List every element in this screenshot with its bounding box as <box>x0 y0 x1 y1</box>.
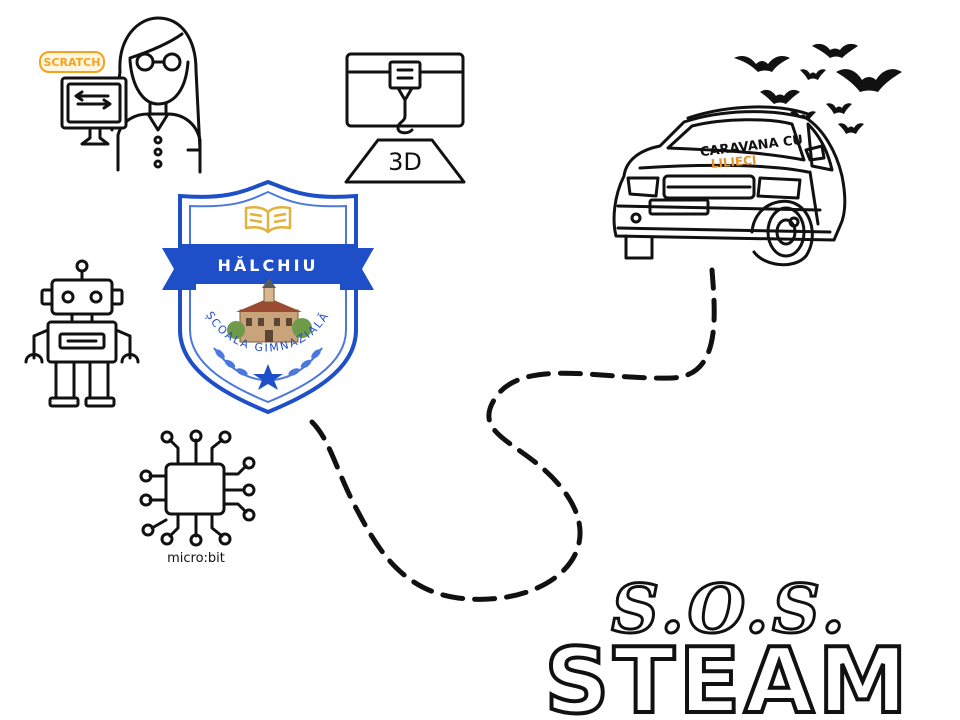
star-icon <box>253 364 283 390</box>
open-book-icon <box>244 205 292 234</box>
teacher-computer-icon <box>60 16 202 174</box>
laurel-icon <box>213 347 323 381</box>
ribbon-band <box>180 244 356 284</box>
school-crest: HĂLCHIU ȘCOALA GIMNAZIALĂ <box>162 179 374 415</box>
scratch-badge-text: SCRATCH <box>44 56 101 69</box>
dashed-road-path <box>309 267 717 602</box>
title-steam: STEAM <box>545 629 912 720</box>
microbit-chip-icon <box>139 429 256 547</box>
title-sos: S.O.S. <box>611 570 848 648</box>
school-name: HĂLCHIU <box>217 256 318 275</box>
microbit-label: micro:bit <box>167 551 225 566</box>
3d-printer-icon <box>344 52 466 184</box>
shield-inner-outline <box>189 190 347 404</box>
3d-printer-label: 3D <box>388 148 422 176</box>
school-building-image <box>227 278 312 343</box>
car-sign-line2: LILIECI <box>710 153 757 171</box>
car-drawing <box>612 105 847 267</box>
scratch-badge: SCRATCH <box>39 51 105 73</box>
robot-icon <box>24 259 140 408</box>
bats-icon <box>734 43 902 134</box>
